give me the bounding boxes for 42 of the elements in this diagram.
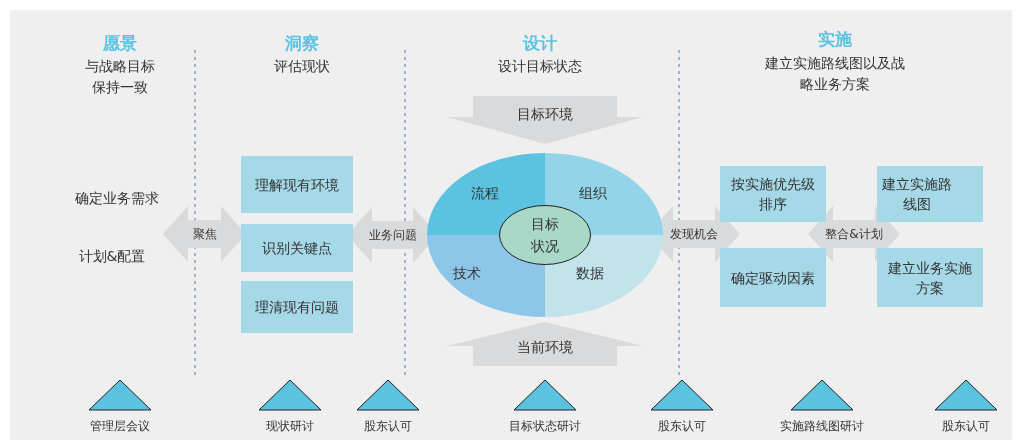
milestone-label: 目标状态研讨: [509, 418, 581, 435]
column-heading: 设计: [521, 33, 558, 54]
ellipse-label: 目标状况: [531, 215, 559, 256]
box-text: 按实施优先级排序: [730, 175, 816, 214]
box-text: 建立业务实施方案: [887, 258, 973, 298]
arrow-label: 发现机会: [669, 226, 719, 243]
milestone-label: 股东认可: [658, 418, 706, 435]
box-text: 确定驱动因素: [730, 268, 816, 288]
column-heading: 愿景: [102, 33, 138, 54]
segment-label: 数据: [576, 264, 604, 283]
column-subtitle: 评估现状: [273, 57, 331, 76]
box-text: 建立实施路线图: [881, 175, 953, 214]
arrow-label: 当前环境: [516, 338, 574, 357]
segment-label: 组织: [579, 184, 607, 203]
activity-text: 计划&配置: [77, 247, 147, 266]
column-heading: 洞察: [284, 33, 320, 54]
process-box: [720, 166, 826, 222]
column-subtitle: 与战略目标保持一致: [84, 57, 156, 97]
segment-label: 技术: [453, 264, 481, 283]
arrow-label: 目标环境: [516, 105, 574, 124]
segment-label: 流程: [471, 184, 499, 203]
milestone-label: 实施路线图研讨: [780, 418, 864, 435]
box-text: 识别关键点: [261, 239, 333, 258]
column-subtitle: 建立实施路线图以及战略业务方案: [764, 54, 906, 94]
process-box: [241, 224, 353, 272]
box-text: 理解现有环境: [254, 175, 340, 195]
milestone-label: 股东认可: [942, 418, 990, 435]
process-box: [241, 281, 353, 333]
activity-text: 确定业务需求: [74, 189, 160, 208]
process-box: [877, 248, 983, 307]
arrow-label: 聚焦: [191, 226, 218, 243]
milestone-label: 现状研讨: [266, 418, 314, 435]
box-text: 理清现有问题: [254, 298, 340, 317]
column-heading: 实施: [817, 29, 853, 50]
milestone-label: 管理层会议: [90, 418, 150, 435]
column-subtitle: 设计目标状态: [497, 57, 583, 76]
process-box: [241, 156, 353, 213]
milestone-label: 股东认可: [364, 418, 412, 435]
process-box: [877, 166, 983, 222]
process-box: [720, 248, 826, 307]
arrow-label: 整合&计划: [824, 226, 884, 243]
arrow-label: 业务问题: [367, 227, 418, 244]
